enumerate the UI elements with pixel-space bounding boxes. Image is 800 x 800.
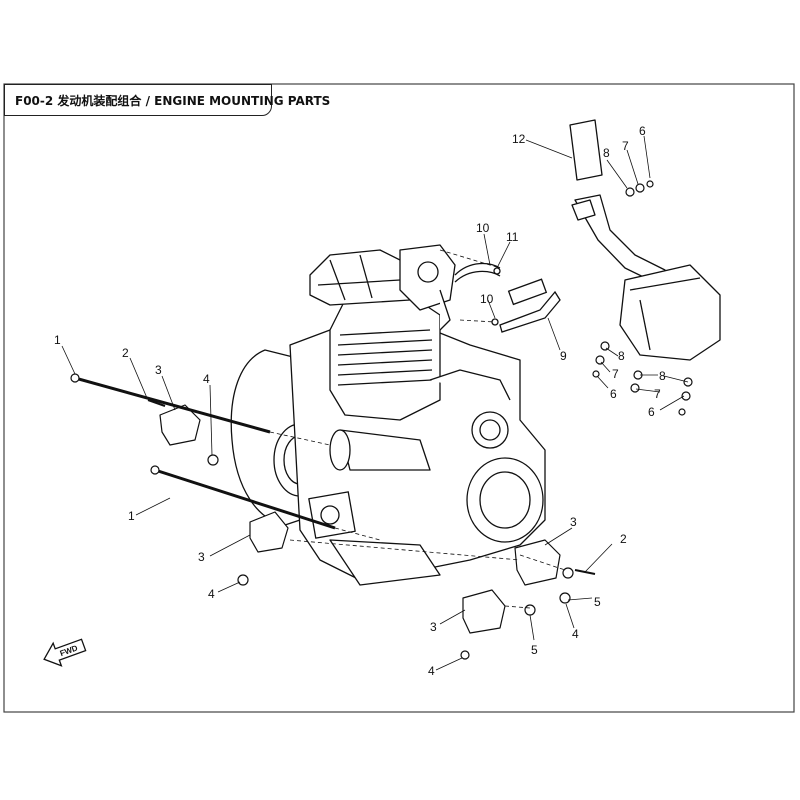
callout-12: 12 [512,132,526,146]
leader-lines [61,135,689,671]
heat-shield [569,119,603,181]
bolts [70,373,596,575]
callout-3: 3 [198,550,205,564]
callout-4: 4 [208,587,215,601]
callout-1: 1 [54,333,61,347]
callout-4: 4 [572,627,579,641]
callout-9: 9 [560,349,567,363]
engine-assembly [230,244,546,586]
check-valve [507,278,548,306]
callout-10: 10 [476,221,490,235]
callout-7: 7 [622,139,629,153]
callout-2: 2 [620,532,627,546]
callout-5: 5 [594,595,601,609]
callout-8: 8 [618,349,625,363]
callout-11: 11 [506,230,519,244]
breather-hose-group [454,262,561,333]
callout-6: 6 [639,124,646,138]
nuts-washers [207,180,693,660]
callout-3: 3 [430,620,437,634]
sheet-frame [3,83,795,713]
callout-3: 3 [155,363,162,377]
callout-8: 8 [659,369,666,383]
mount-brackets [159,404,561,634]
callout-7: 7 [612,367,619,381]
title-box: F00-2 发动机装配组合 / ENGINE MOUNTING PARTS [4,84,330,116]
exhaust-pipe [574,194,666,286]
callout-8: 8 [603,146,610,160]
muffler-body [619,264,721,361]
callout-4: 4 [203,372,210,386]
forward-arrow-icon: FWD [43,638,87,667]
vent-tube [499,290,561,333]
callout-3: 3 [570,515,577,529]
callout-4: 4 [428,664,435,678]
page-title: F00-2 发动机装配组合 / ENGINE MOUNTING PARTS [15,94,331,108]
callout-7: 7 [654,387,661,401]
callout-numbers: 1 2 3 4 1 3 4 3 2 5 4 3 4 5 12 8 7 6 10 … [54,124,666,678]
callout-5: 5 [531,643,538,657]
breather-hose [454,262,501,276]
callout-1: 1 [128,509,135,523]
callout-10: 10 [480,292,494,306]
callout-2: 2 [122,346,129,360]
callout-6: 6 [610,387,617,401]
muffler-assembly [569,119,721,361]
callout-6: 6 [648,405,655,419]
